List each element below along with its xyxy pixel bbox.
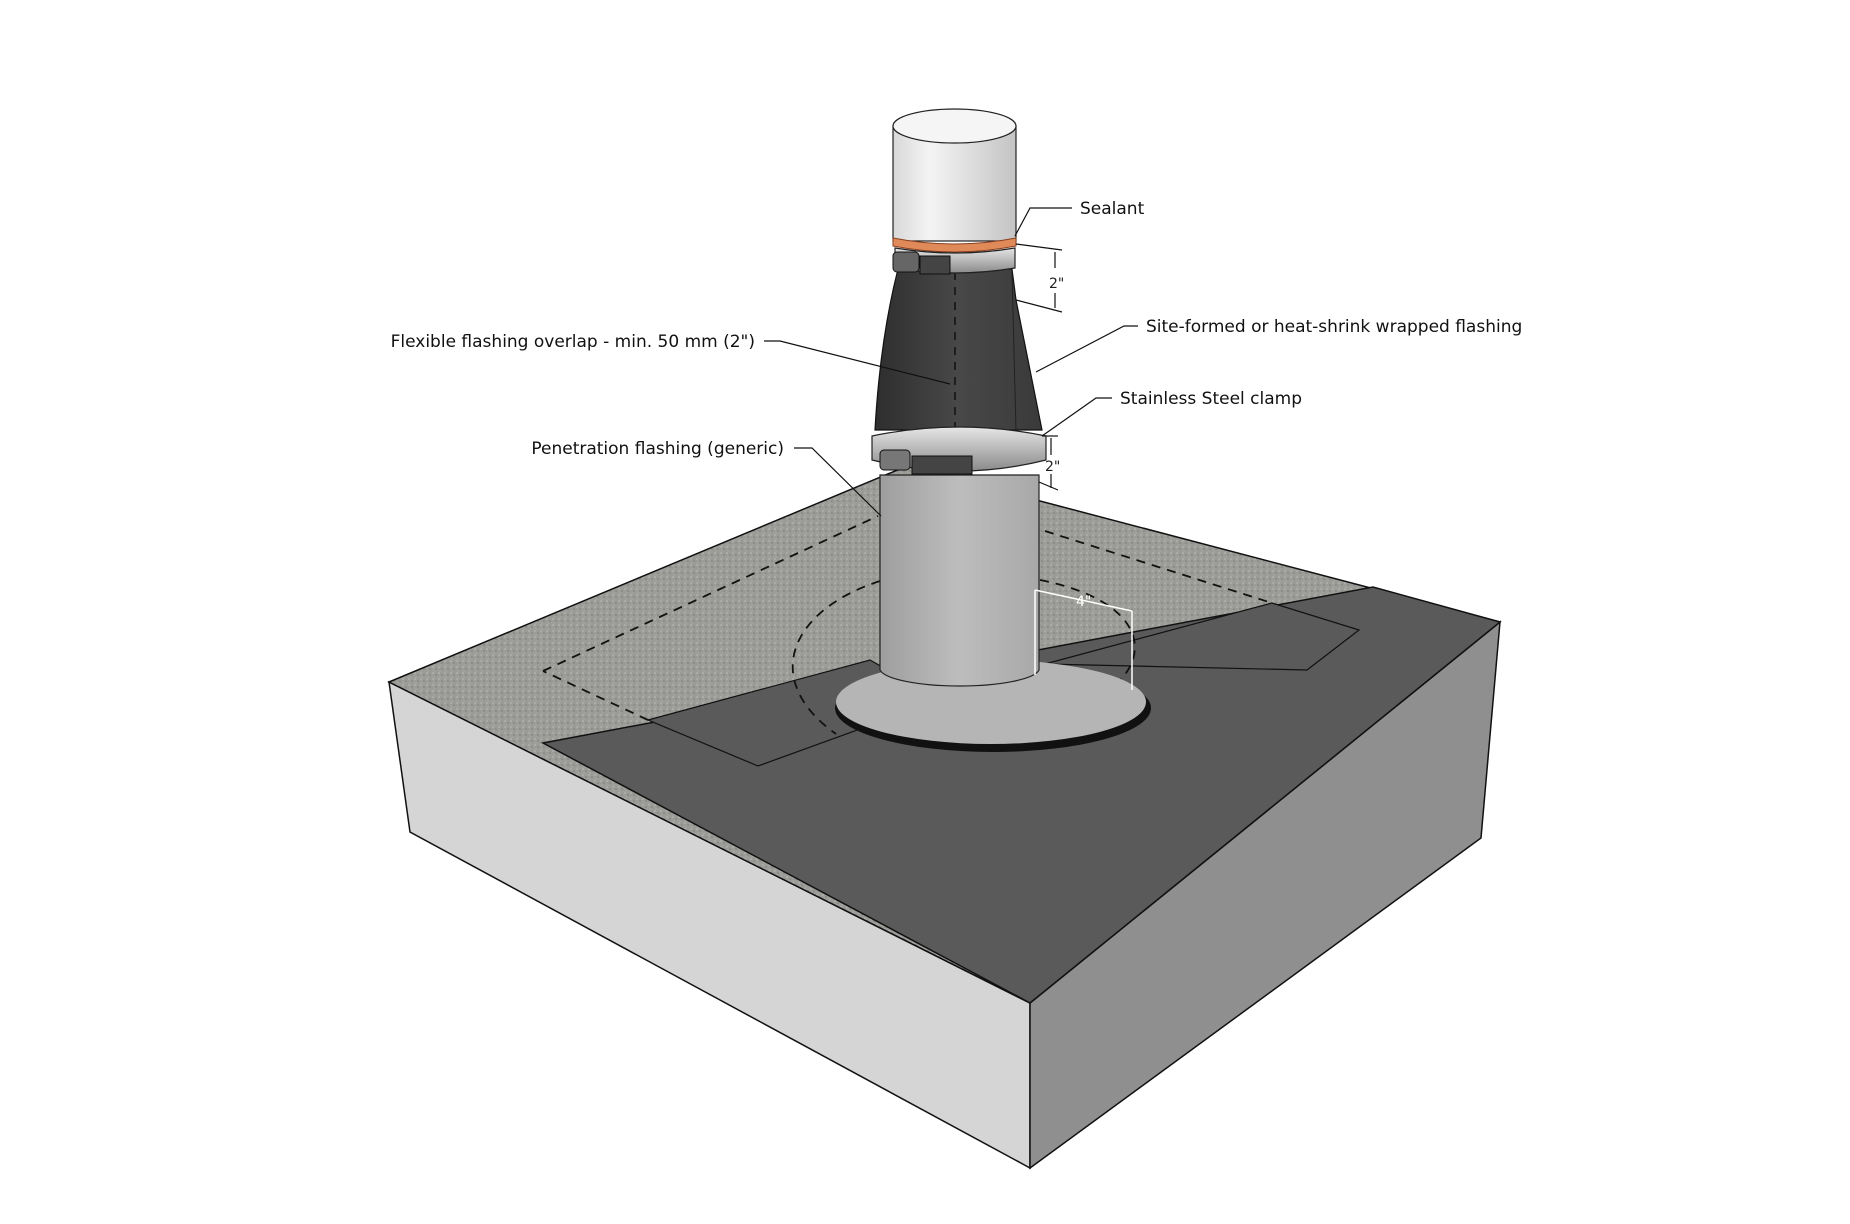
callout-stainless-clamp: Stainless Steel clamp xyxy=(1041,389,1302,437)
penetration-flashing-sleeve xyxy=(879,474,1040,687)
callout-site-formed-flashing: Site-formed or heat-shrink wrapped flash… xyxy=(1035,317,1522,373)
dimension-2in-lower: 2" xyxy=(1038,435,1060,491)
callout-flexible-overlap: Flexible flashing overlap - min. 50 mm (… xyxy=(391,332,951,385)
wrap-seam xyxy=(1011,271,1017,431)
callout-penetration-flashing: Penetration flashing (generic) xyxy=(531,439,882,517)
hidden-patch-outline xyxy=(542,515,1273,721)
upper-clamp xyxy=(892,247,1016,275)
hidden-flange-outline xyxy=(791,579,1136,735)
svg-text:Stainless Steel clamp: Stainless Steel clamp xyxy=(1120,389,1302,409)
vent-pipe xyxy=(892,108,1017,242)
dimension-2in-upper: 2" xyxy=(1015,243,1064,313)
sealant-bead xyxy=(892,237,1017,253)
heat-shrink-flashing xyxy=(874,268,1043,431)
roof-membrane xyxy=(540,586,1502,1004)
dimension-4in: 4" xyxy=(1034,589,1133,690)
svg-text:Flexible flashing overlap - mi: Flexible flashing overlap - min. 50 mm (… xyxy=(391,332,755,352)
svg-text:2": 2" xyxy=(1049,276,1064,292)
svg-text:Penetration flashing (generic): Penetration flashing (generic) xyxy=(531,439,784,459)
membrane-patch-right xyxy=(1044,602,1361,671)
svg-text:Sealant: Sealant xyxy=(1080,199,1145,219)
svg-text:4": 4" xyxy=(1076,594,1091,610)
callout-sealant: Sealant xyxy=(1014,199,1145,237)
svg-text:2": 2" xyxy=(1045,459,1060,475)
svg-text:Site-formed or heat-shrink wra: Site-formed or heat-shrink wrapped flash… xyxy=(1146,317,1522,337)
lower-clamp xyxy=(871,426,1047,475)
